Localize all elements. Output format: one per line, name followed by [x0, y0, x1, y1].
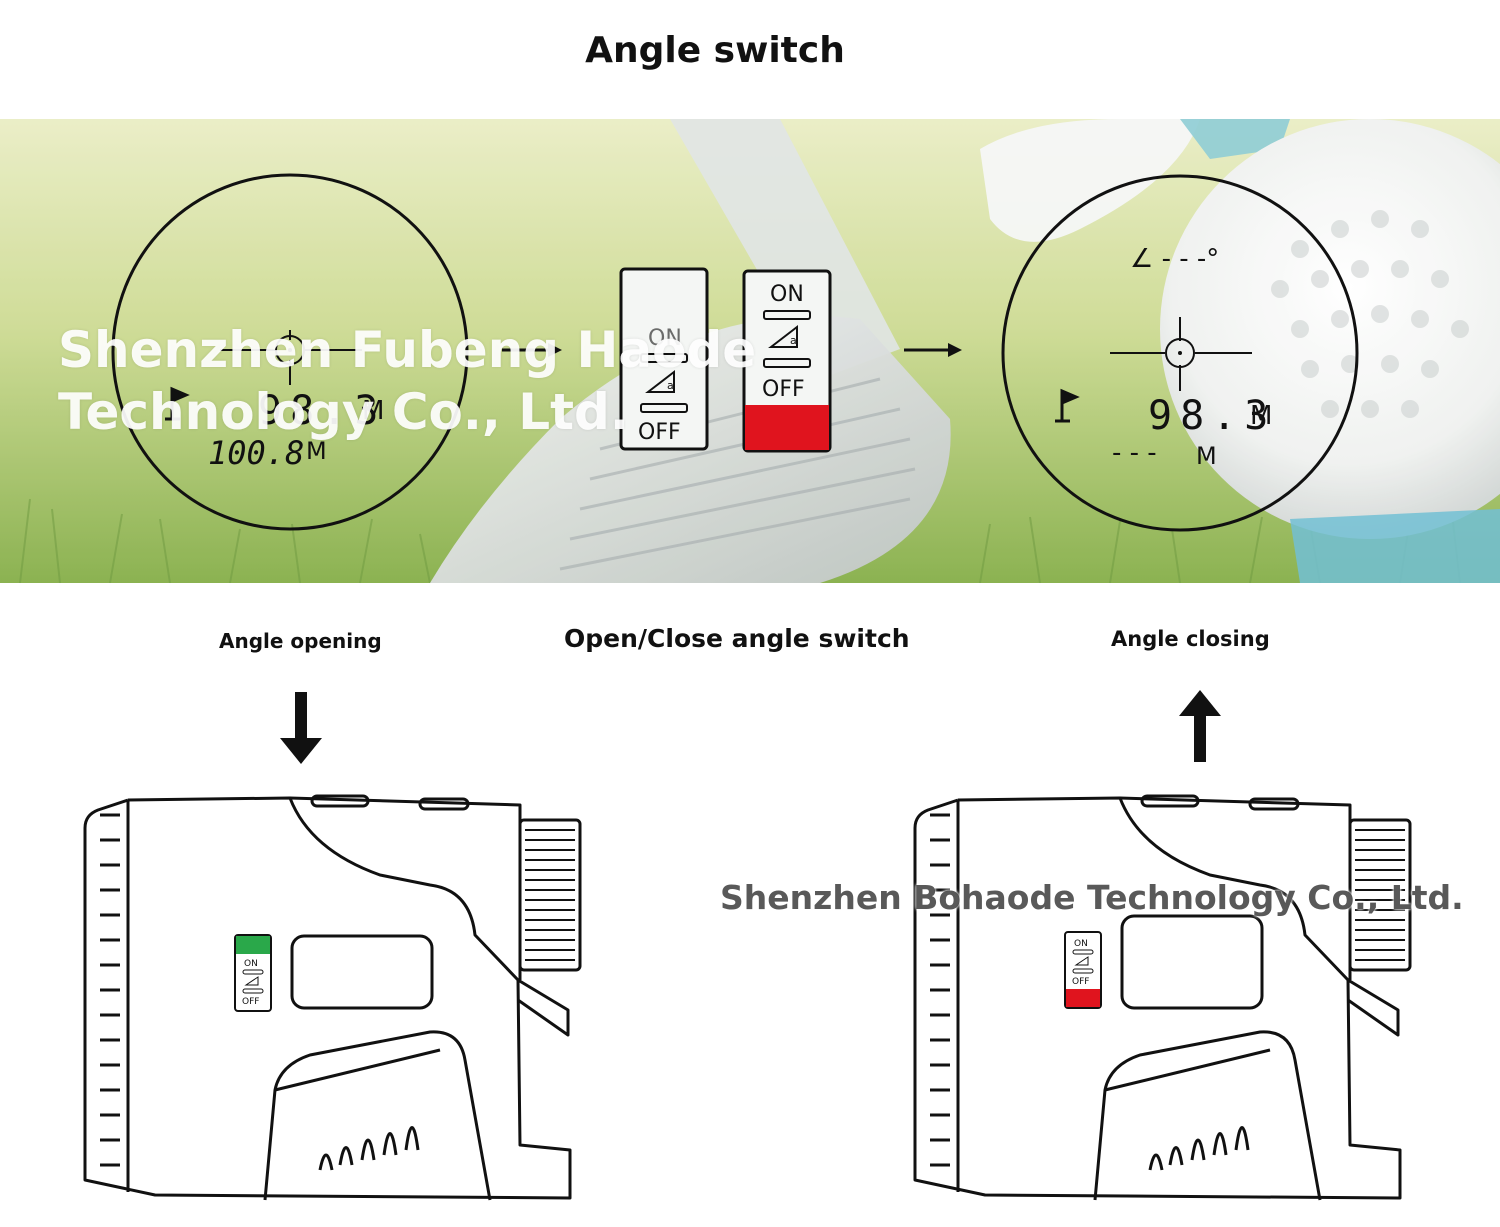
switch-zoom-off: ON a OFF — [742, 269, 832, 453]
switch-zoom-on: ON a OFF — [619, 267, 709, 451]
golf-banner: 98.3 M 100.8 M ON a OFF ON a — [0, 119, 1500, 583]
horizontal-unit-left: M — [306, 437, 327, 465]
viewfinder-left: 98.3 M 100.8 M — [111, 173, 469, 531]
distance-unit-left: M — [362, 396, 384, 426]
angle-switch-on: ON OFF — [234, 934, 272, 1012]
right-arrow-icon — [502, 343, 562, 357]
svg-text:ON: ON — [1074, 939, 1088, 949]
rangefinder-angle-on: ON OFF — [80, 680, 600, 1214]
open-close-label: Open/Close angle switch — [564, 624, 910, 653]
angle-readout-right: ∠ - - -° — [1130, 244, 1219, 274]
watermark-top: Shenzhen Fubeng Haode Technology Co., Lt… — [58, 321, 757, 441]
distance-readout-right: 98.3 — [1148, 393, 1276, 439]
viewfinder-right: ∠ - - -° 98.3 M - - - M — [1001, 174, 1359, 532]
svg-text:a: a — [667, 379, 674, 392]
right-arrow-icon — [904, 343, 962, 357]
down-arrow-icon — [280, 692, 322, 764]
angle-switch-off: ON OFF — [1064, 931, 1102, 1009]
angle-opening-label: Angle opening — [219, 629, 382, 653]
horizontal-unit-right: M — [1196, 442, 1217, 470]
watermark-bottom: Shenzhen Bohaode Technology Co., Ltd. — [720, 878, 1464, 917]
svg-text:ON: ON — [770, 282, 804, 307]
horizontal-readout-left: 100.8 — [208, 434, 304, 472]
distance-readout-left: 98.3 — [258, 388, 386, 434]
svg-text:ON: ON — [648, 326, 682, 351]
up-arrow-icon — [1179, 690, 1221, 762]
page-title: Angle switch — [585, 30, 845, 71]
angle-closing-label: Angle closing — [1111, 627, 1270, 651]
flag-icon — [165, 386, 190, 421]
svg-text:OFF: OFF — [638, 420, 681, 445]
rangefinder-angle-off: ON OFF — [910, 680, 1430, 1214]
svg-text:ON: ON — [244, 959, 258, 969]
svg-text:OFF: OFF — [762, 377, 805, 402]
horizontal-dashes-right: - - - — [1112, 438, 1157, 468]
svg-text:OFF: OFF — [1072, 977, 1089, 987]
flag-icon — [1055, 388, 1080, 423]
distance-unit-right: M — [1250, 401, 1272, 431]
svg-text:OFF: OFF — [242, 997, 259, 1007]
svg-text:a: a — [790, 334, 797, 347]
